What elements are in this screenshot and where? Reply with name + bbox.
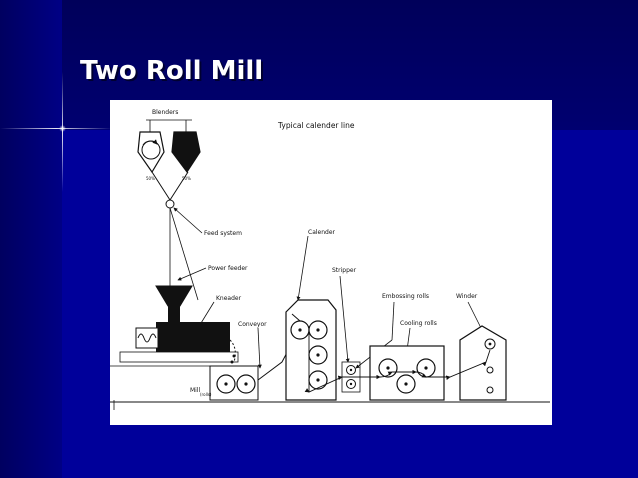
screw-icon [137,333,157,343]
label-blender-left-pct: 50% [146,176,155,181]
diagram-svg: Typical calender line Blenders 50% 50% F… [110,109,550,410]
label-calender: Calender [308,229,336,236]
film-path [304,332,491,393]
label-mill: Mill [190,387,201,394]
label-mill-sub: (rolls) [200,392,212,397]
diagram-heading: Typical calender line [277,121,355,130]
label-kneader: Kneader [216,295,242,302]
power-feeder-hopper [155,285,193,307]
kneader-barrel [156,322,230,352]
label-embossing-rolls: Embossing rolls [382,293,429,300]
calender-line-diagram: Typical calender line Blenders 50% 50% F… [110,100,552,425]
embossing-cooling-unit [369,345,445,401]
label-stripper: Stripper [332,267,357,274]
label-feed-system: Feed system [204,230,242,237]
label-cooling-rolls: Cooling rolls [400,320,437,327]
label-winder: Winder [456,293,478,300]
label-blenders: Blenders [152,109,178,116]
mill-unit [209,365,259,401]
sparkle-horizontal [0,128,112,129]
power-feeder-throat [168,306,180,322]
feed-valve-icon [165,199,175,209]
blenders-unit [137,119,201,174]
label-power-feeder: Power feeder [208,265,248,272]
calender-unit [285,299,337,401]
label-blender-right-pct: 50% [182,176,191,181]
slide-left-band [0,0,62,478]
kneader-base [119,351,239,363]
sparkle-icon [59,125,66,132]
sparkle-vertical [62,72,63,192]
slide-title: Two Roll Mill [80,56,264,86]
label-conveyor: Conveyor [238,321,267,328]
kneader-screw-housing [135,327,159,349]
